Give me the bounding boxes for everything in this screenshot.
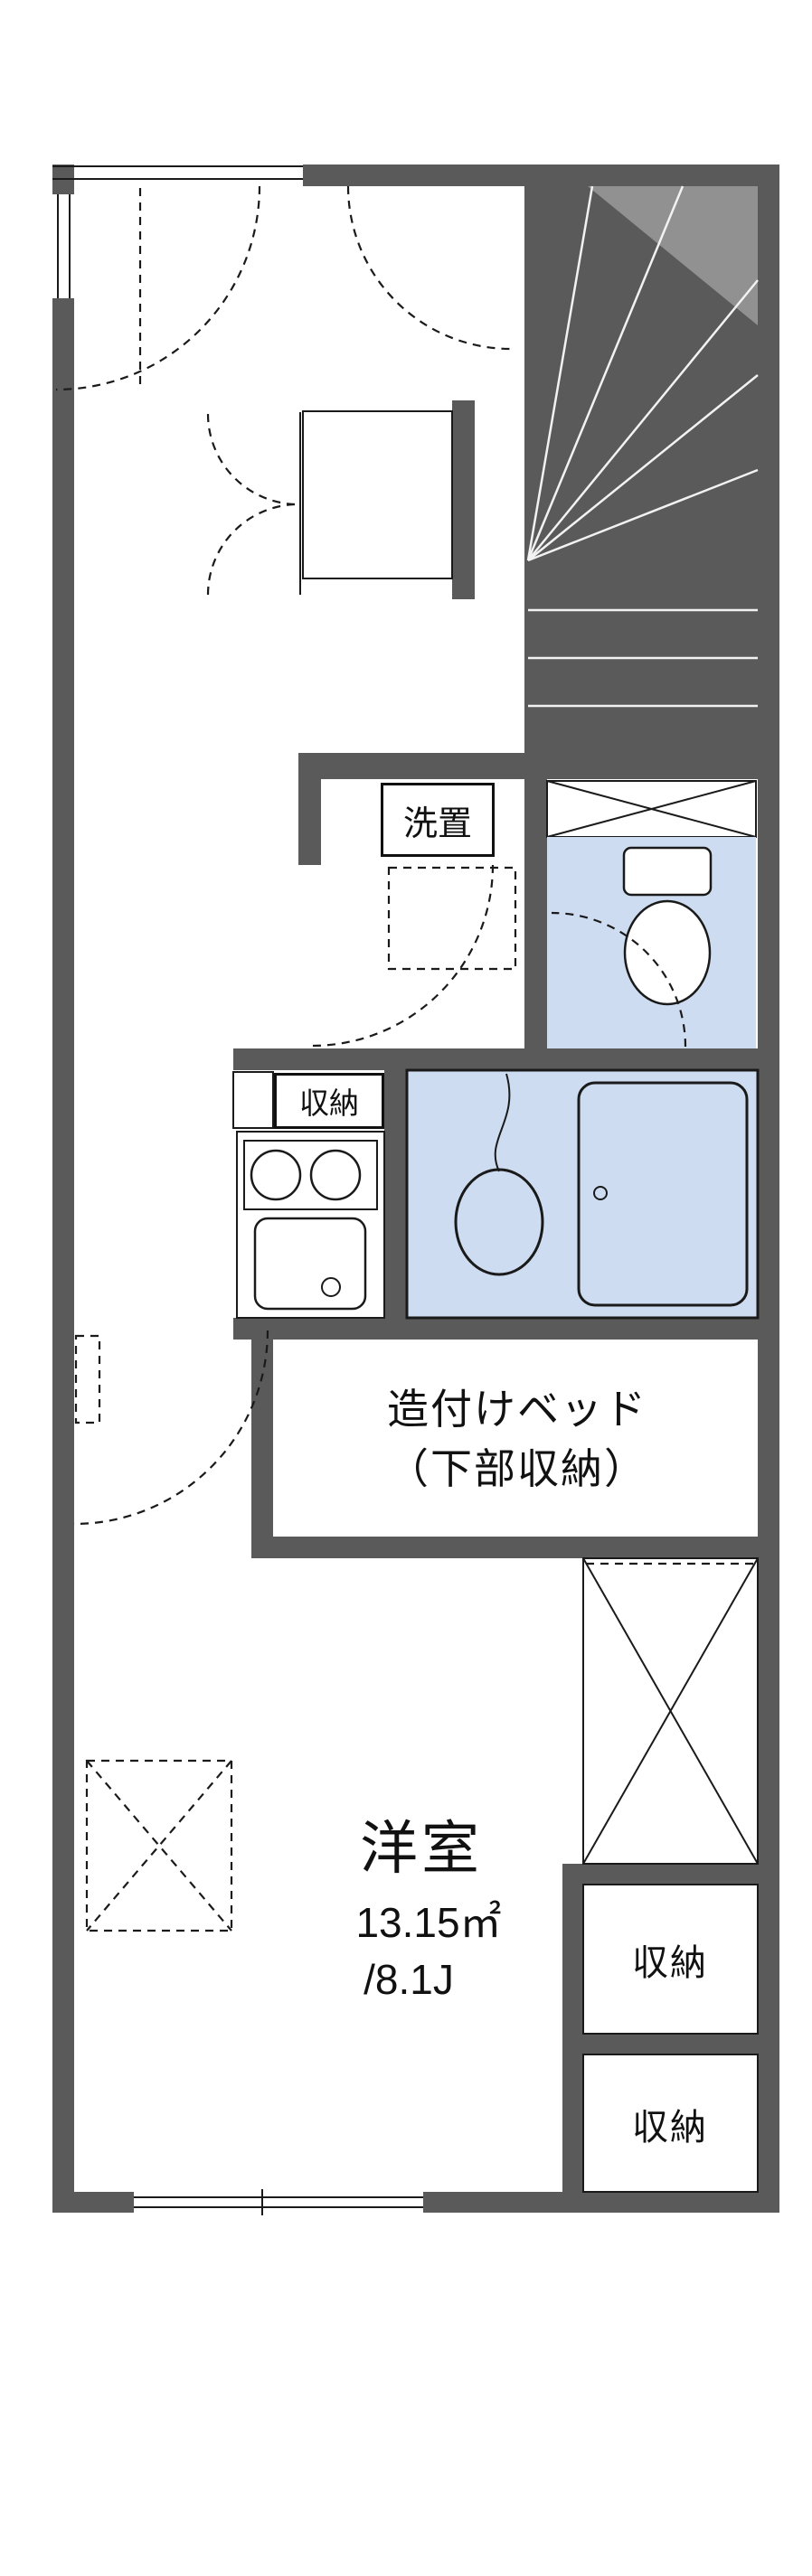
entry-area [55,185,512,596]
toilet-tank [622,846,713,897]
staircase-upper-cut [588,186,758,325]
built-in-bed-label-line1: 造付けベッド [387,1386,647,1433]
stove-burner-right [309,1149,362,1201]
closet-upper-floor [582,1884,759,2035]
toilet-room [546,780,757,1048]
stove-burner-left [250,1149,302,1201]
shoe-closet-door-swing [206,503,299,596]
washer-space-label: 洗置 [381,783,495,857]
washer-area-door-swing [311,864,495,1048]
door-leaf-open [74,1334,101,1424]
toilet-door-swing [551,911,687,1048]
bathtub-drain [593,1186,608,1200]
windows [52,194,423,2215]
kitchen-side-storage [232,1071,274,1129]
bathtub [577,1081,749,1307]
left-window [52,194,74,298]
bathroom-floor [405,1068,760,1320]
bathroom [405,1068,760,1320]
walls [52,165,779,2213]
washer-space-text: 洗置 [402,804,472,843]
closet-lower-label: 収納 [632,2108,708,2148]
closet-lower-floor [582,2054,759,2193]
kitchen-storage-text: 収納 [299,1086,359,1120]
built-in-bed-label-line2: （下部収納） [387,1445,647,1492]
shower-hose [494,1073,511,1172]
sink-drain [321,1277,341,1297]
kitchen-sink [253,1217,367,1311]
side-window-box [85,1759,233,1932]
main-room-area-tatami: /8.1J [364,1956,454,2003]
bottom-window [134,2192,423,2213]
main-room [85,1557,759,2193]
washing-machine-outline [387,866,517,971]
entry-door-swing-2 [346,185,512,351]
washer-area [311,864,517,1048]
kitchen [232,1071,385,1319]
kitchen-counter [236,1131,385,1319]
shoe-closet-door-swing [206,413,299,506]
main-room-name: 洋室 [360,1816,483,1881]
stove-top [243,1140,378,1210]
open-shelf-closet [582,1557,759,1865]
staircase [524,185,759,756]
entry-door-swing [55,185,261,391]
genkan-floor [302,410,453,579]
main-room-door-swing [73,1330,269,1526]
toilet-fixture [623,899,712,1006]
closet-upper-label: 収納 [632,1943,708,1983]
corridor [73,1330,269,1526]
kitchen-storage-label: 収納 [274,1073,384,1129]
main-room-area-sqm: 13.15㎡ [355,1899,502,1946]
